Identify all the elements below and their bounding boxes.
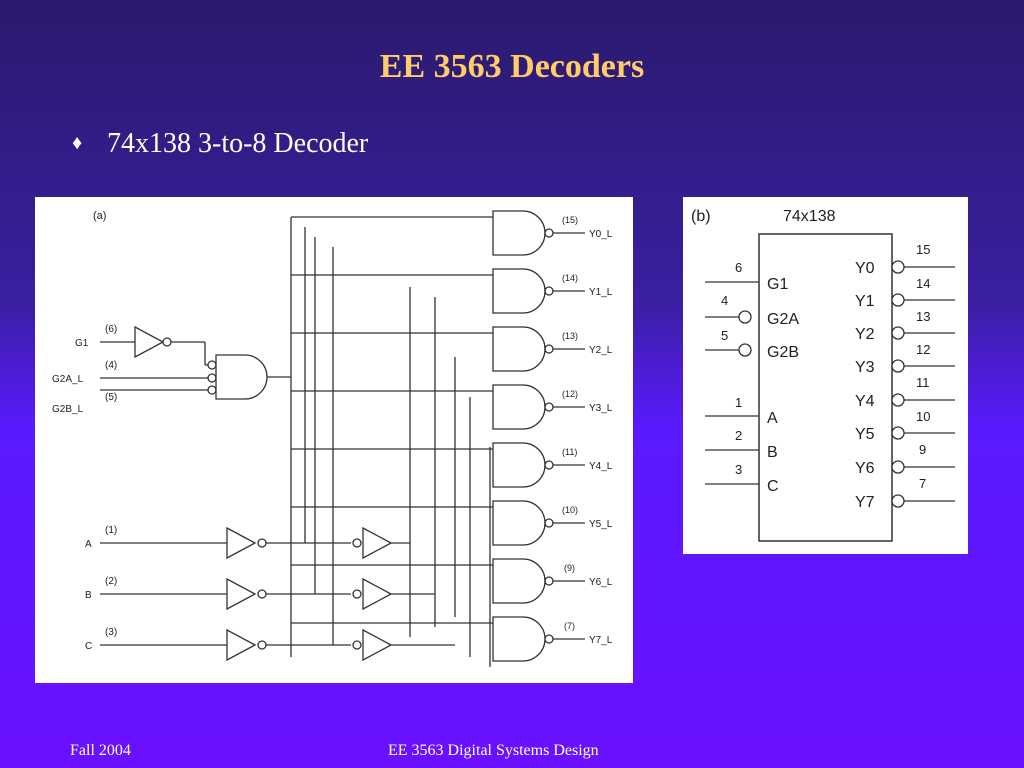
svg-text:15: 15 <box>916 242 930 257</box>
svg-text:B: B <box>767 444 778 461</box>
svg-text:1: 1 <box>735 395 742 410</box>
footer-date: Fall 2004 <box>70 742 131 759</box>
svg-text:13: 13 <box>916 309 930 324</box>
svg-text:C: C <box>767 478 779 495</box>
svg-text:G1: G1 <box>75 338 89 349</box>
chip-output-labels: Y0 Y1 Y2 Y3 Y4 Y5 Y6 Y7 <box>855 260 875 511</box>
svg-text:(13): (13) <box>562 331 578 341</box>
svg-text:Y1: Y1 <box>855 293 875 310</box>
svg-text:(2): (2) <box>105 576 117 587</box>
svg-text:Y3: Y3 <box>855 359 875 376</box>
svg-text:G2B: G2B <box>767 344 799 361</box>
svg-text:(7): (7) <box>564 621 575 631</box>
svg-text:C: C <box>85 641 92 652</box>
svg-text:(5): (5) <box>105 392 117 403</box>
svg-text:(11): (11) <box>562 447 577 457</box>
svg-text:(1): (1) <box>105 525 117 536</box>
svg-text:Y0_L: Y0_L <box>589 229 613 240</box>
decoder-logic-diagram: (a) G1 (6) G2A_L (4) G2B_L (5) A (1) B (… <box>52 210 613 667</box>
decoder-logic-symbol: (b) 74x138 G1 G2A G2B A B C <box>691 208 955 542</box>
svg-text:Y6: Y6 <box>855 460 875 477</box>
svg-text:A: A <box>767 410 778 427</box>
chip-input-labels: G1 G2A G2B A B C <box>767 276 799 495</box>
chip-name: 74x138 <box>783 208 836 225</box>
svg-text:4: 4 <box>721 293 728 308</box>
svg-text:Y2_L: Y2_L <box>589 345 613 356</box>
svg-text:10: 10 <box>916 409 930 424</box>
slide-title: EE 3563 Decoders <box>379 48 645 85</box>
nand-gate-column <box>492 210 554 662</box>
svg-text:(3): (3) <box>105 627 117 638</box>
svg-text:(10): (10) <box>562 505 578 515</box>
svg-text:6: 6 <box>735 260 742 275</box>
svg-text:(9): (9) <box>564 563 575 573</box>
chip-body <box>758 233 893 542</box>
diamond-bullet-icon: ♦ <box>72 132 83 154</box>
figure-a-label: (a) <box>93 210 106 222</box>
svg-text:B: B <box>85 590 92 601</box>
svg-text:Y4_L: Y4_L <box>589 461 613 472</box>
logic-symbol-panel: (b) 74x138 G1 G2A G2B A B C <box>683 197 968 554</box>
svg-text:G2B_L: G2B_L <box>52 404 84 415</box>
svg-text:G1: G1 <box>767 276 788 293</box>
svg-text:7: 7 <box>919 476 926 491</box>
svg-text:Y4: Y4 <box>855 393 875 410</box>
footer-course: EE 3563 Digital Systems Design <box>388 742 599 759</box>
svg-text:3: 3 <box>735 462 742 477</box>
svg-text:Y7: Y7 <box>855 494 875 511</box>
svg-text:G2A: G2A <box>767 311 799 328</box>
svg-text:Y5: Y5 <box>855 426 875 443</box>
svg-text:Y3_L: Y3_L <box>589 403 613 414</box>
svg-text:11: 11 <box>916 375 930 390</box>
svg-text:(14): (14) <box>562 273 578 283</box>
figure-a-input-labels: G1 (6) G2A_L (4) G2B_L (5) A (1) B (2) C… <box>52 324 117 652</box>
svg-text:Y2: Y2 <box>855 326 875 343</box>
svg-text:Y5_L: Y5_L <box>589 519 613 530</box>
svg-text:(6): (6) <box>105 324 117 335</box>
figure-a-output-labels: Y0_L (15) Y1_L (14) Y2_L (13) Y3_L (12) … <box>562 215 613 646</box>
svg-text:A: A <box>85 539 92 550</box>
svg-text:Y7_L: Y7_L <box>589 635 613 646</box>
bullet-text: 74x138 3-to-8 Decoder <box>107 128 369 159</box>
svg-text:Y6_L: Y6_L <box>589 577 613 588</box>
svg-text:14: 14 <box>916 276 930 291</box>
svg-text:(4): (4) <box>105 360 117 371</box>
svg-text:2: 2 <box>735 428 742 443</box>
bullet-item: ♦ 74x138 3-to-8 Decoder <box>72 128 368 160</box>
svg-text:Y1_L: Y1_L <box>589 287 613 298</box>
figure-b-label: (b) <box>691 208 711 225</box>
svg-text:(12): (12) <box>562 389 578 399</box>
svg-text:Y0: Y0 <box>855 260 875 277</box>
chip-input-pins: 6 4 5 1 2 3 <box>721 260 742 477</box>
logic-diagram-panel: (a) G1 (6) G2A_L (4) G2B_L (5) A (1) B (… <box>35 197 633 683</box>
svg-text:12: 12 <box>916 342 930 357</box>
svg-text:9: 9 <box>919 442 926 457</box>
chip-output-pins: 15 14 13 12 11 10 9 7 <box>916 242 930 491</box>
svg-text:G2A_L: G2A_L <box>52 374 84 385</box>
svg-text:(15): (15) <box>562 215 578 225</box>
svg-text:5: 5 <box>721 328 728 343</box>
